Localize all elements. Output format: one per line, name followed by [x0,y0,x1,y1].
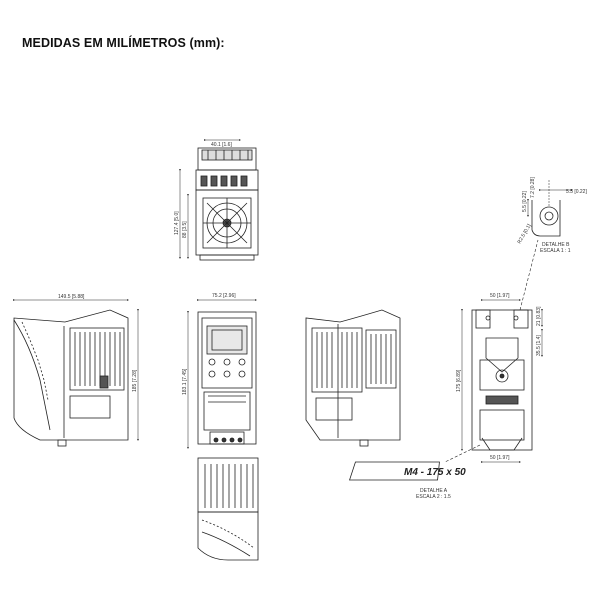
bottom-view [197,457,259,561]
left-side-view [13,299,139,447]
detail-b [527,180,573,237]
page-title: MEDIDAS EM MILÍMETROS (mm): [22,36,225,50]
detail-a-scale: ESCALA 2 : 1.5 [416,494,451,500]
dim-rear-bottom-width: 50 [1.97] [490,455,510,461]
dim-rear-side-b: 35.5 [1.4] [536,335,542,356]
dim-top-height-a: 127.4 [5.0] [174,211,180,235]
dim-side-height: 185 [7.28] [132,369,138,392]
detail-b-title: DETALHE B [542,242,570,248]
dim-detail-b-radius: R2.5 [0.1] [517,223,533,245]
dim-front-height: 183.1 [7.45] [182,368,188,395]
top-view [179,139,259,261]
dim-top-width: 40.1 [1.6] [211,142,232,148]
detail-a-title: DETALHE A [420,488,448,494]
dim-front-width: 75.2 [2.96] [212,293,236,299]
rear-view [444,239,543,463]
dim-side-depth: 149.5 [5.88] [58,294,85,300]
dim-rear-width: 50 [1.97] [490,293,510,299]
dim-top-height-b: 88 [3.5] [182,221,188,238]
dim-detail-b-b: 7.2 [0.28] [530,177,536,198]
detail-b-scale: ESCALA 1 : 1 [540,248,571,254]
dim-detail-b-a: 5.5 [0.22] [522,191,528,212]
right-side-view [305,309,401,447]
front-view [187,299,257,449]
dim-rear-side-a: 21 [0.83] [536,306,542,326]
dim-detail-b-c: 5.5 [0.22] [566,189,587,195]
dim-rear-height: 175 [6.89] [456,369,462,392]
screw-label: M4 - 175 x 50 [404,467,466,478]
detail-a [349,461,440,481]
